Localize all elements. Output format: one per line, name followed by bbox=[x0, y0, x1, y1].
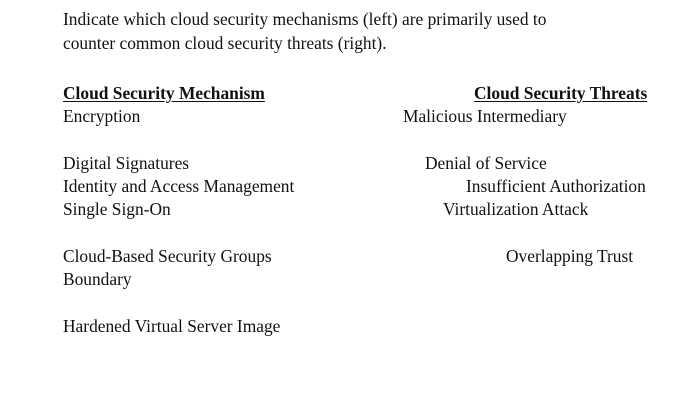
list-item[interactable]: Digital Signatures bbox=[63, 152, 190, 173]
list-item[interactable]: Virtualization Attack bbox=[443, 199, 589, 220]
mechanism-header-wrap: Cloud Security Mechanism bbox=[63, 82, 403, 105]
list-spacer bbox=[63, 221, 403, 244]
list-spacer bbox=[395, 128, 700, 151]
list-item[interactable]: Malicious Intermediary bbox=[403, 106, 567, 126]
list-item[interactable]: Single Sign-On bbox=[63, 199, 171, 220]
list-spacer bbox=[63, 128, 403, 151]
threat-header-wrap: Cloud Security Threats bbox=[395, 82, 700, 105]
list-spacer bbox=[63, 291, 403, 314]
list-item[interactable]: Encryption bbox=[63, 106, 141, 126]
list-item[interactable]: Insufficient Authorization bbox=[466, 175, 646, 196]
list-spacer bbox=[395, 221, 700, 244]
mechanism-column-header: Cloud Security Mechanism bbox=[63, 83, 265, 103]
list-item[interactable]: Hardened Virtual Server Image bbox=[63, 315, 281, 336]
list-item[interactable]: Identity and Access Management bbox=[63, 175, 295, 196]
list-item[interactable]: Denial of Service bbox=[425, 152, 547, 173]
threat-list: Malicious Intermediary Denial of Service… bbox=[395, 105, 700, 268]
list-item[interactable]: Cloud-Based Security Groups bbox=[63, 245, 272, 266]
list-item[interactable]: Boundary bbox=[63, 269, 132, 290]
mechanism-column: Cloud Security Mechanism Encryption Digi… bbox=[63, 82, 403, 338]
threat-column: Cloud Security Threats Malicious Interme… bbox=[395, 82, 700, 268]
threat-column-header: Cloud Security Threats bbox=[474, 83, 648, 103]
instruction-line-1: Indicate which cloud security mechanisms… bbox=[63, 9, 547, 29]
instruction-paragraph: Indicate which cloud security mechanisms… bbox=[63, 8, 643, 55]
list-item[interactable]: Overlapping Trust bbox=[506, 245, 634, 266]
instruction-line-2: counter common cloud security threats (r… bbox=[63, 32, 387, 53]
mechanism-list: Encryption Digital Signatures Identity a… bbox=[63, 105, 403, 338]
